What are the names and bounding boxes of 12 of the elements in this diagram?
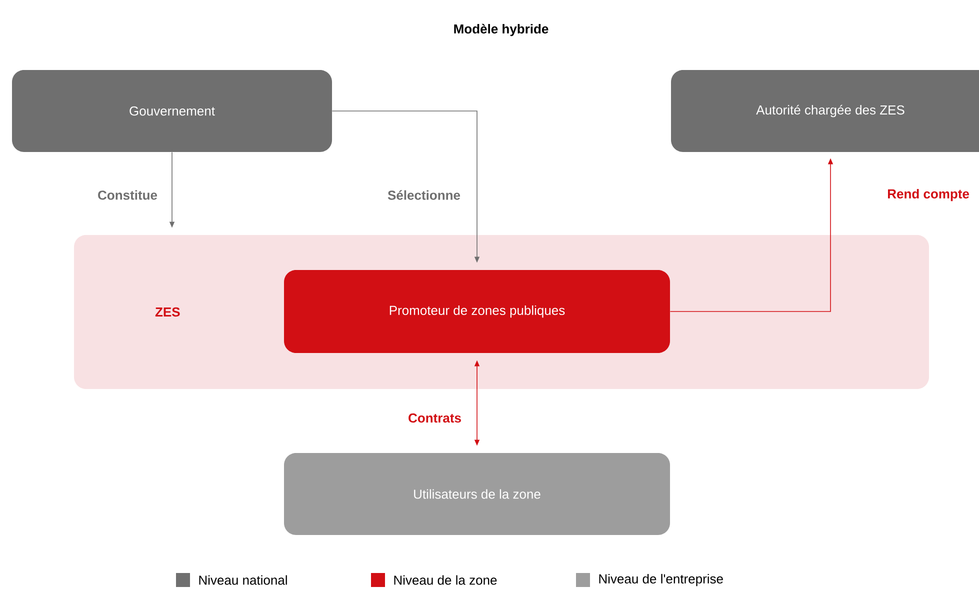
legend-label: Niveau de la zone (394, 575, 497, 585)
process-box: Gouvernement (12, 70, 332, 152)
edge-label: Sélectionne (388, 190, 460, 200)
legend-label: Niveau national (199, 575, 287, 585)
process-box: Utilisateurs de la zone (284, 453, 670, 535)
title: Modèle hybride (454, 24, 548, 36)
edge-label: Rend compte (888, 188, 970, 202)
edge-label: Contrats (408, 413, 461, 423)
legend-label: Niveau de l'entreprise (599, 574, 723, 586)
process-box: Autorité chargée des ZES (671, 70, 979, 152)
process-box: Promoteur de zones publiques (284, 270, 670, 353)
edge-label: Constitue (98, 190, 158, 200)
